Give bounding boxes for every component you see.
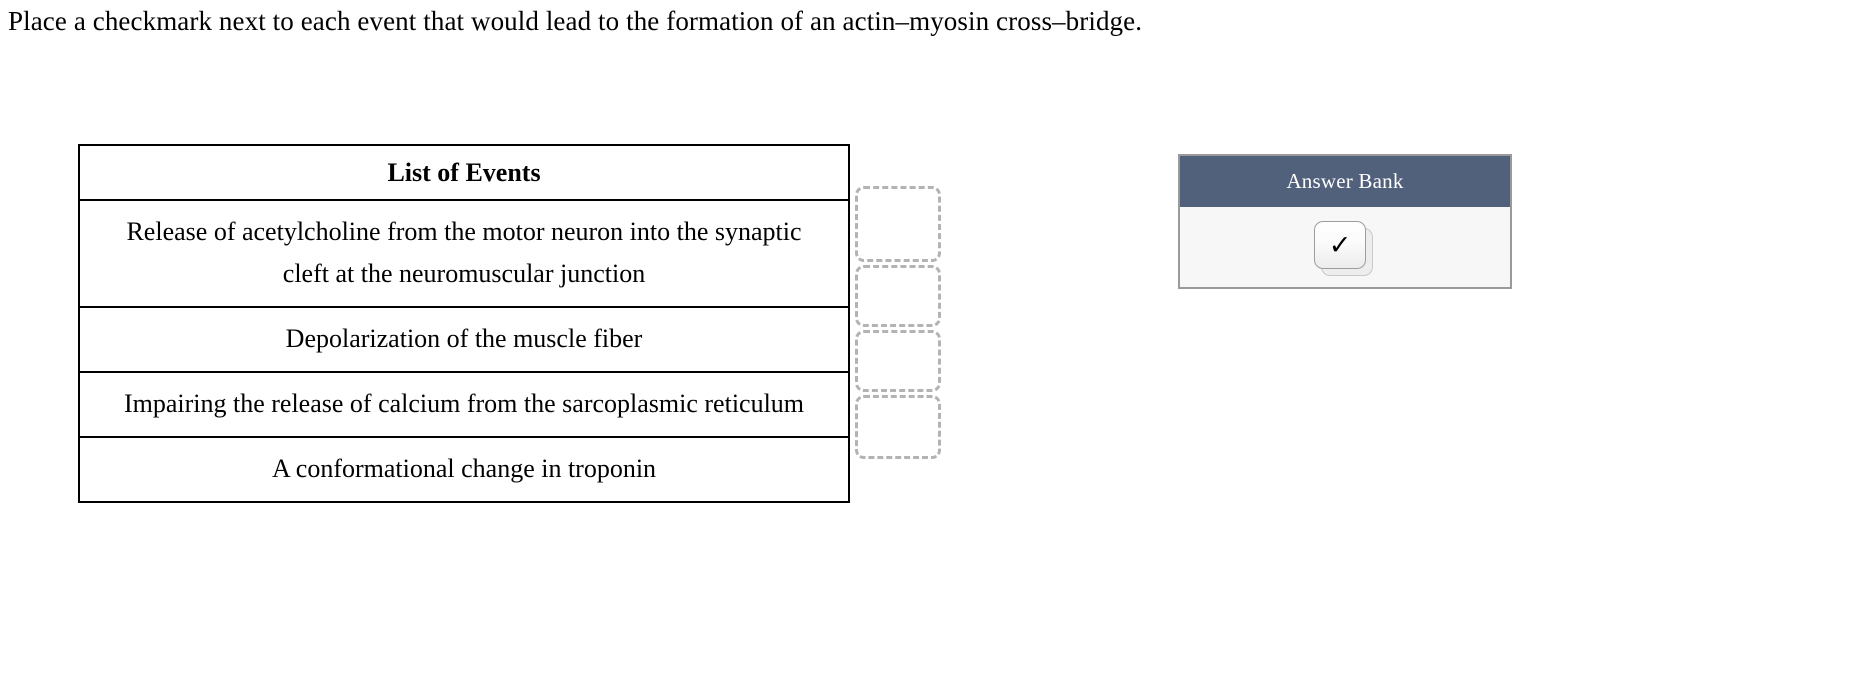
dropzone-event-4[interactable] [855, 395, 941, 459]
event-cell-2: Depolarization of the muscle fiber [80, 307, 848, 373]
answer-bank-panel: Answer Bank ✓ [1178, 154, 1512, 289]
table-row: Depolarization of the muscle fiber [80, 307, 848, 373]
dropzone-event-3[interactable] [855, 330, 941, 392]
dropzone-event-1[interactable] [855, 186, 941, 262]
dropzone-event-2[interactable] [855, 265, 941, 327]
answer-bank-item-wrap: ✓ [1314, 221, 1376, 279]
answer-bank-body: ✓ [1180, 207, 1510, 287]
table-row: Impairing the release of calcium from th… [80, 372, 848, 438]
event-cell-4: A conformational change in troponin [271, 454, 657, 483]
question-prompt: Place a checkmark next to each event tha… [8, 6, 1143, 36]
event-cell-1: Release of acetylcholine from the motor … [80, 200, 848, 308]
events-table: List of Events Release of acetylcholine … [78, 144, 850, 503]
table-row: Release of acetylcholine from the motor … [80, 200, 848, 308]
checkmark-icon[interactable]: ✓ [1314, 221, 1366, 269]
table-header-row: List of Events [80, 146, 848, 201]
event-cell-3: Impairing the release of calcium from th… [80, 372, 848, 438]
dropzone-stack [855, 186, 941, 462]
answer-bank-title: Answer Bank [1180, 156, 1510, 207]
table-row: A conformational change in troponin [80, 437, 848, 501]
table-header-list-of-events: List of Events [80, 146, 848, 201]
